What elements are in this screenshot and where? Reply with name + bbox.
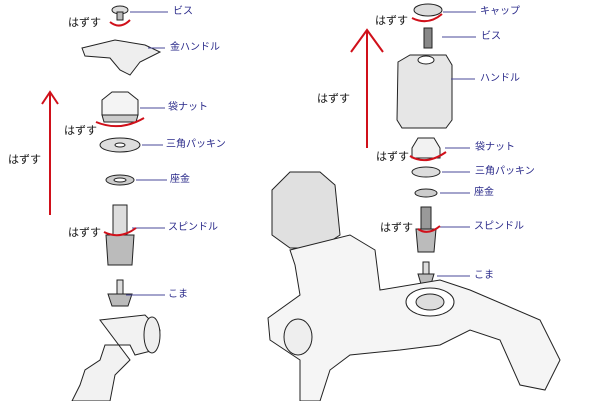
- label-packing-left: 三角パッキン: [166, 139, 226, 150]
- left-metal-handle: [81, 39, 162, 76]
- remove-text: はずす: [68, 226, 101, 239]
- remove-text: はずす: [380, 221, 413, 234]
- right-top-piece: [422, 261, 430, 275]
- right-body-handle: [271, 171, 341, 249]
- label-cap-nut-left: 袋ナット: [168, 102, 208, 113]
- right-screw: [423, 27, 433, 49]
- label-metal-handle: 金ハンドル: [170, 42, 220, 53]
- remove-text: はずす: [64, 124, 97, 137]
- remove-text: はずす: [8, 153, 41, 166]
- label-handle: ハンドル: [480, 73, 520, 84]
- label-washer-right: 座金: [474, 187, 494, 198]
- label-screw-left: ビス: [173, 6, 193, 17]
- remove-text: はずす: [375, 14, 408, 27]
- remove-text: はずす: [376, 150, 409, 163]
- left-cap-nut: [101, 91, 139, 116]
- label-screw-right: ビス: [481, 31, 501, 42]
- right-washer: [414, 188, 438, 198]
- left-spindle: [112, 204, 128, 236]
- label-spindle-right: スピンドル: [474, 221, 524, 232]
- label-spindle-left: スピンドル: [168, 222, 218, 233]
- remove-text: はずす: [68, 16, 101, 29]
- label-cap: キャップ: [480, 6, 520, 17]
- left-top-piece: [116, 279, 124, 295]
- remove-text: はずす: [317, 92, 350, 105]
- label-washer-left: 座金: [170, 174, 190, 185]
- label-top-piece-right: こま: [474, 270, 494, 281]
- right-packing: [411, 166, 441, 178]
- label-cap-nut-right: 袋ナット: [475, 142, 515, 153]
- right-spindle: [420, 206, 432, 230]
- remove-arrows: [41, 13, 447, 237]
- right-faucet-body: [267, 234, 561, 401]
- label-packing-right: 三角パッキン: [475, 166, 535, 177]
- right-handle: [396, 54, 453, 129]
- right-cap-nut: [411, 137, 441, 159]
- right-cap: [413, 3, 443, 17]
- label-top-piece-left: こま: [168, 289, 188, 300]
